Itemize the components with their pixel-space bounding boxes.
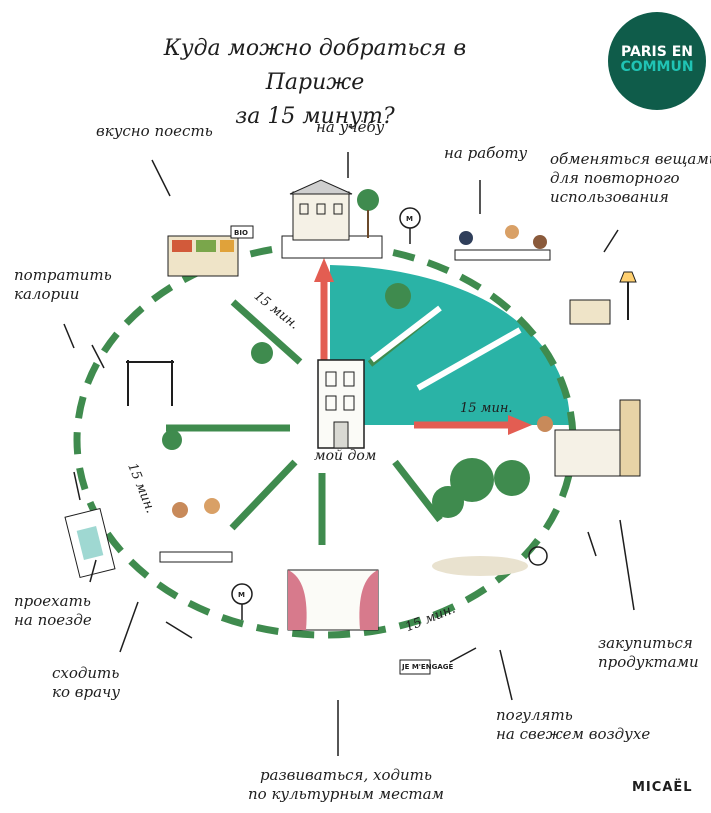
label-exchange: обменяться вещами для повторного использ… bbox=[550, 150, 711, 207]
label-train: проехать на поезде bbox=[14, 592, 92, 630]
metro-icon: M bbox=[406, 215, 413, 223]
label-fresh-air: погулять на свежем воздухе bbox=[496, 706, 650, 744]
repair-workshop bbox=[569, 271, 637, 325]
teal-zone bbox=[330, 265, 570, 425]
label-calories: потратить калории bbox=[14, 266, 112, 304]
food-shop bbox=[537, 399, 641, 477]
label-culture-line-1: развиваться, ходить bbox=[259, 766, 433, 784]
label-eat: вкусно поесть bbox=[96, 122, 213, 140]
metro-sign-top: M bbox=[399, 207, 421, 244]
school-building bbox=[281, 179, 383, 259]
label-culture-line-2: по культурным местам bbox=[248, 785, 444, 803]
label-exchange-line-2: для повторного bbox=[550, 169, 680, 187]
market-stall: BIO bbox=[167, 225, 254, 277]
label-shopping-line-2: продуктами bbox=[598, 653, 699, 671]
trees bbox=[162, 283, 530, 518]
title-line-1: Куда можно добраться в Париже bbox=[163, 36, 467, 95]
red-arrows bbox=[314, 258, 532, 435]
bio-sign: BIO bbox=[234, 229, 248, 237]
label-pointers bbox=[63, 152, 635, 756]
minutes-mark-bottom: 15 мин. bbox=[403, 602, 457, 636]
double-arrows bbox=[73, 344, 597, 663]
office-scene bbox=[454, 225, 551, 261]
teal-zone-streets bbox=[370, 305, 522, 391]
logo-line-1: PARIS EN bbox=[620, 44, 694, 60]
home-building bbox=[317, 359, 365, 449]
label-doctor-line-1: сходить bbox=[52, 664, 120, 682]
paris-en-commun-logo: PARIS EN COMMUN bbox=[608, 12, 706, 110]
fitness-bars bbox=[126, 360, 174, 406]
minutes-mark-left: 15 мин. bbox=[124, 461, 158, 515]
train-ticket bbox=[64, 507, 116, 579]
minutes-mark-right: 15 мин. bbox=[460, 401, 513, 416]
label-fresh-air-line-2: на свежем воздухе bbox=[496, 725, 651, 743]
theatre-scene: JE M'ENGAGE bbox=[287, 569, 453, 675]
arrow-right-icon bbox=[508, 415, 532, 435]
doctor-scene bbox=[159, 498, 233, 563]
home-label: мой дом bbox=[314, 448, 376, 464]
label-exchange-line-1: обменяться вещами bbox=[550, 150, 711, 168]
label-shopping: закупиться продуктами bbox=[598, 634, 699, 672]
arrow-up-icon bbox=[314, 258, 334, 282]
label-fresh-air-line-1: погулять bbox=[496, 706, 573, 724]
label-calories-line-1: потратить bbox=[14, 266, 112, 284]
logo-line-2: COMMUN bbox=[620, 59, 694, 75]
label-calories-line-2: калории bbox=[14, 285, 80, 303]
artist-signature: MICAËL bbox=[632, 780, 693, 795]
label-study: на учёбу bbox=[316, 118, 385, 136]
park-picnic bbox=[432, 546, 548, 576]
label-shopping-line-1: закупиться bbox=[598, 634, 693, 652]
label-doctor-line-2: ко врачу bbox=[52, 683, 121, 701]
label-work: на работу bbox=[444, 144, 528, 162]
ticket-sign: JE M'ENGAGE bbox=[401, 663, 453, 671]
label-train-line-2: на поезде bbox=[14, 611, 92, 629]
metro-icon-bottom: M bbox=[238, 591, 245, 599]
page-title: Куда можно добраться в Париже за 15 мину… bbox=[150, 32, 480, 134]
metro-sign-bottom: M bbox=[231, 583, 253, 620]
label-exchange-line-3: использования bbox=[550, 188, 669, 206]
label-doctor: сходить ко врачу bbox=[52, 664, 120, 702]
title-line-2: за 15 минут? bbox=[235, 104, 395, 129]
label-culture: развиваться, ходить по культурным местам bbox=[248, 766, 444, 804]
label-train-line-1: проехать bbox=[14, 592, 91, 610]
